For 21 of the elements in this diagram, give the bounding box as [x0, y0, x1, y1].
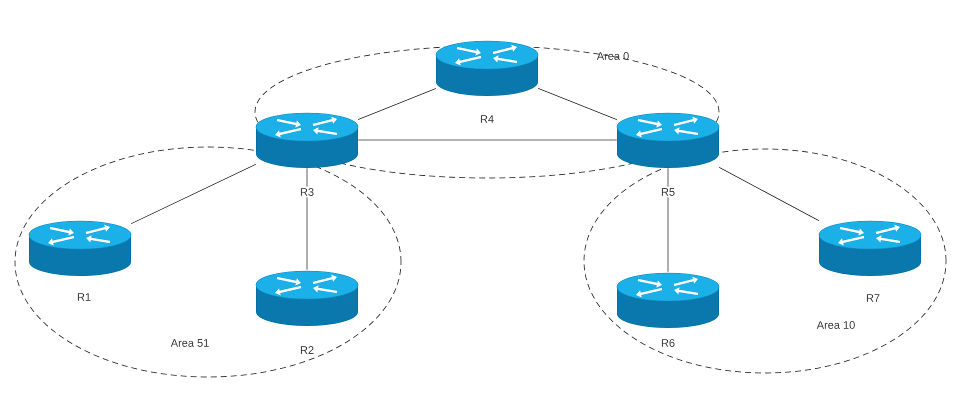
router-icon: [28, 220, 132, 276]
router-icon: [616, 272, 720, 328]
link-line: [358, 88, 436, 120]
router-icon: [616, 112, 720, 168]
router-label: R2: [298, 344, 316, 356]
router-label: R1: [75, 292, 93, 302]
link-line: [718, 166, 820, 222]
link-line: [538, 88, 618, 120]
link-line: [130, 164, 256, 224]
link-line: [306, 168, 308, 270]
router-icon: [256, 112, 358, 168]
router-label: R5: [659, 186, 677, 198]
area-label: Area 51: [170, 339, 209, 347]
router-label: R6: [659, 338, 677, 348]
router-icon: [256, 270, 358, 326]
router-icon: [818, 220, 922, 276]
router-label: R3: [298, 186, 316, 198]
router-label: R4: [478, 114, 496, 124]
area-label: Area 10: [816, 321, 855, 329]
router-icon: [436, 40, 538, 96]
router-label: R7: [864, 292, 882, 304]
